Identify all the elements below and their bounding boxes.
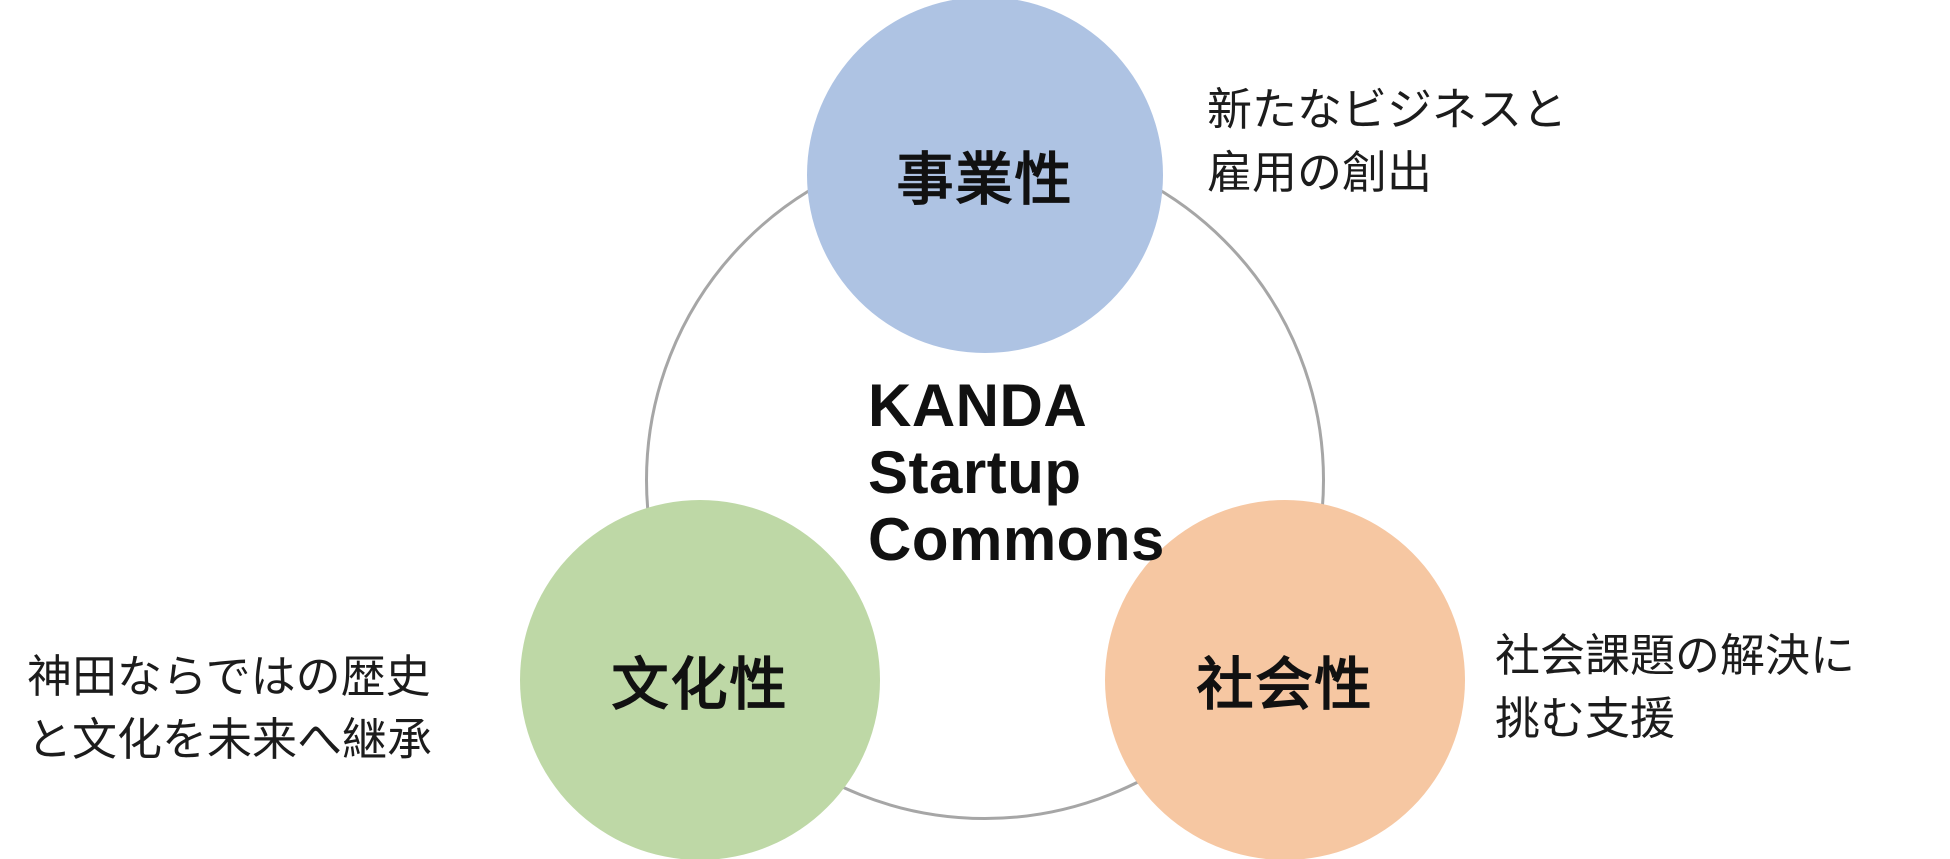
circle-social-label: 社会性 [1196,653,1374,717]
center-title-line-1: KANDA [868,372,1088,439]
center-title: KANDA Startup Commons [868,372,1165,573]
annotation-culture-line-1: 神田ならではの歴史 [27,651,431,702]
annotation-social: 社会課題の解決に 挑む支援 [1495,624,1855,750]
circle-social: 社会性 [1105,500,1465,859]
annotation-business-line-1: 新たなビジネスと [1207,84,1568,135]
annotation-business-line-2: 雇用の創出 [1207,147,1433,198]
circle-business: 事業性 [807,0,1163,353]
annotation-culture: 神田ならではの歴史 と文化を未来へ継承 [27,645,432,771]
center-title-line-2: Startup [868,439,1082,506]
circle-culture-label: 文化性 [611,653,789,717]
annotation-culture-line-2: と文化を未来へ継承 [27,714,433,765]
annotation-business: 新たなビジネスと 雇用の創出 [1207,78,1567,204]
annotation-social-line-2: 挑む支援 [1495,693,1676,744]
center-title-line-3: Commons [868,506,1165,573]
circle-culture: 文化性 [520,500,880,859]
annotation-social-line-1: 社会課題の解決に [1495,630,1856,681]
circle-business-label: 事業性 [896,148,1074,212]
